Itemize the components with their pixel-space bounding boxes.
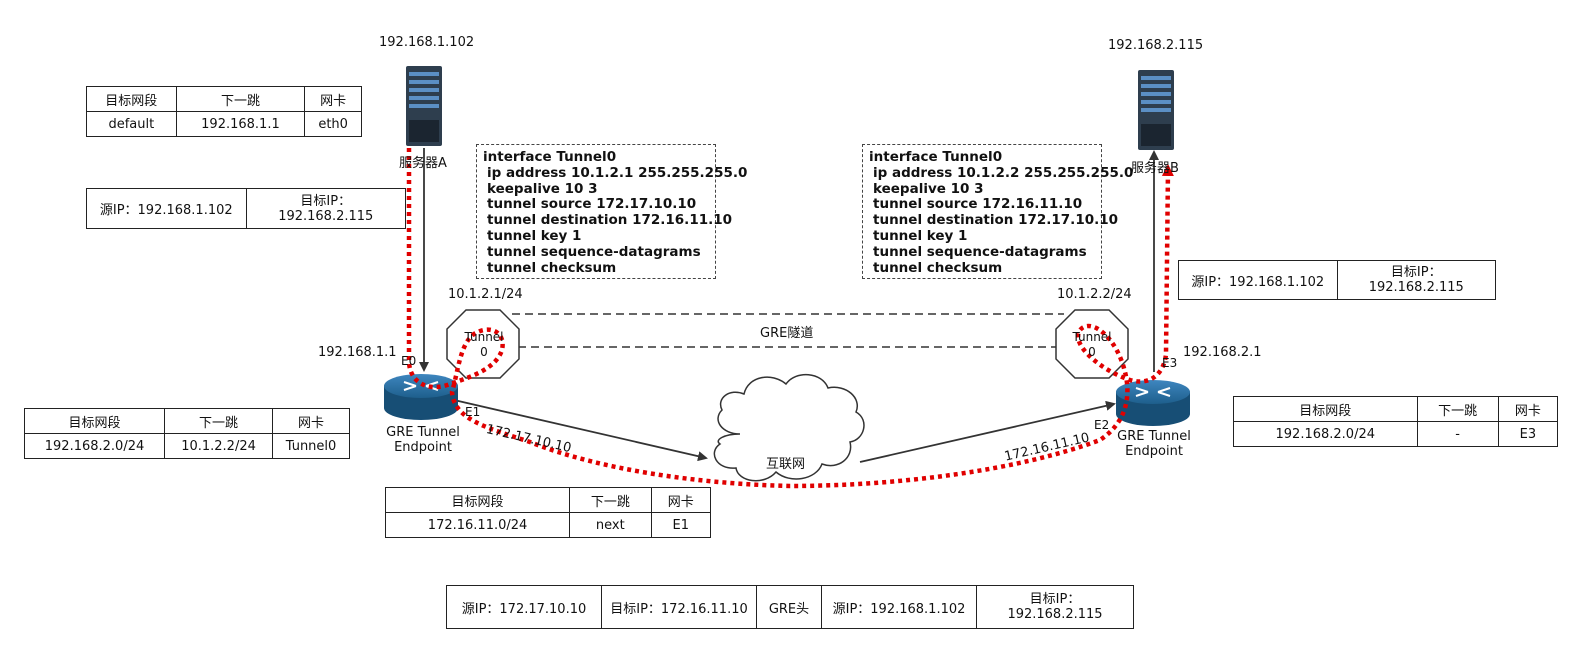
- packet-dst-value: 192.168.2.115: [1368, 280, 1464, 295]
- table-header: 网卡: [650, 487, 712, 513]
- config-line: tunnel sequence-datagrams: [487, 243, 701, 260]
- config-line: tunnel source 172.17.10.10: [487, 196, 697, 213]
- packet-dst-label: 目标IP：: [1390, 265, 1442, 280]
- packet-header-left: 源IP：192.168.1.102 目标IP： 192.168.2.115: [86, 188, 406, 229]
- config-line: tunnel checksum: [487, 259, 617, 276]
- server-a-icon: [406, 66, 442, 146]
- table-header: 目标网段: [1233, 396, 1418, 422]
- config-line: ip address 10.1.2.2 255.255.255.0: [873, 164, 1134, 181]
- packet-src-ip: 源IP：192.168.1.102: [1178, 260, 1338, 300]
- config-line: keepalive 10 3: [487, 180, 598, 197]
- config-line: tunnel checksum: [873, 259, 1003, 276]
- router-right-port-lan: E3: [1162, 356, 1178, 370]
- arrow-router-left-to-internet: [453, 399, 708, 462]
- table-cell: E1: [650, 512, 712, 538]
- table-cell: next: [569, 512, 652, 538]
- router-right-name-line2: Endpoint: [1125, 444, 1183, 459]
- config-line: tunnel sequence-datagrams: [873, 243, 1087, 260]
- router-left-icon: [384, 374, 458, 420]
- table-cell: 10.1.2.2/24: [164, 433, 274, 459]
- table-cell: Tunnel0: [272, 433, 350, 459]
- server-b-name: 服务器B: [1131, 161, 1179, 176]
- table-cell: default: [86, 111, 177, 137]
- tunnel-left-num: 0: [480, 345, 488, 359]
- tunnel-right-num: 0: [1088, 345, 1096, 359]
- route-table-router-right: 目标网段下一跳网卡 192.168.2.0/24-E3: [1233, 396, 1559, 447]
- table-cell: -: [1416, 421, 1499, 447]
- config-line: tunnel key 1: [487, 227, 582, 244]
- router-right-name-line1: GRE Tunnel: [1117, 429, 1191, 444]
- server-b-ip: 192.168.2.115: [1108, 38, 1204, 53]
- config-line: keepalive 10 3: [873, 180, 984, 197]
- config-line: tunnel source 172.16.11.10: [873, 196, 1083, 213]
- packet-dst-value: 192.168.2.115: [278, 208, 374, 224]
- config-line: ip address 10.1.2.1 255.255.255.0: [487, 164, 748, 181]
- table-cell: eth0: [304, 111, 362, 137]
- config-line: tunnel destination 172.17.10.10: [873, 212, 1119, 229]
- tunnel-left-octagon: [446, 309, 520, 379]
- table-header: 网卡: [1497, 396, 1559, 422]
- table-cell: 172.16.11.0/24: [384, 512, 571, 538]
- gre-inner-dst-value: 192.168.2.115: [1007, 607, 1103, 622]
- server-a-ip: 192.168.1.102: [379, 35, 475, 50]
- router-left-port-wan: E1: [465, 405, 481, 419]
- gre-inner-dst-label: 目标IP：: [1029, 592, 1081, 607]
- table-header: 目标网段: [86, 86, 177, 112]
- router-right-icon: [1116, 380, 1190, 426]
- gre-tunnel-label: GRE隧道: [760, 326, 814, 341]
- table-header: 网卡: [304, 86, 362, 112]
- config-line: interface Tunnel0: [483, 149, 617, 165]
- config-right: interface Tunnel0 ip address 10.1.2.2 25…: [862, 144, 1134, 279]
- tunnel-left-label: Tunnel: [464, 330, 504, 344]
- table-header: 下一跳: [164, 408, 274, 434]
- gre-outer-dst: 目标IP：172.16.11.10: [601, 585, 757, 629]
- router-left-name-line1: GRE Tunnel: [386, 425, 460, 440]
- table-header: 下一跳: [569, 487, 652, 513]
- router-left-port-lan: E0: [401, 354, 417, 368]
- table-header: 下一跳: [1416, 396, 1499, 422]
- packet-src-ip: 源IP：192.168.1.102: [86, 188, 247, 229]
- table-cell: 192.168.1.1: [175, 111, 306, 137]
- table-cell: E3: [1497, 421, 1559, 447]
- gre-inner-dst: 目标IP： 192.168.2.115: [976, 585, 1134, 629]
- router-left-ip: 192.168.1.1: [318, 345, 397, 360]
- tunnel-left-ip: 10.1.2.1/24: [448, 287, 523, 302]
- internet-label: 互联网: [766, 457, 806, 472]
- gre-packet: 源IP：172.17.10.10 目标IP：172.16.11.10 GRE头 …: [446, 585, 1134, 629]
- packet-dst-label: 目标IP：: [300, 193, 352, 209]
- arrow-internet-to-router-right: [859, 400, 1116, 463]
- server-b-icon: [1138, 70, 1174, 150]
- router-left-name: GRE Tunnel Endpoint: [378, 425, 468, 455]
- table-header: 网卡: [272, 408, 350, 434]
- packet-path: [406, 148, 1174, 489]
- table-header: 目标网段: [384, 487, 571, 513]
- router-right-ip: 192.168.2.1: [1183, 345, 1262, 360]
- gre-inner-src: 源IP：192.168.1.102: [821, 585, 977, 629]
- gre-header: GRE头: [756, 585, 822, 629]
- router-right-port-wan: E2: [1094, 418, 1110, 432]
- server-a-name: 服务器A: [399, 156, 447, 171]
- tunnel-right-octagon: [1055, 309, 1129, 379]
- config-line: interface Tunnel0: [869, 149, 1003, 165]
- tunnel-right-label: Tunnel: [1072, 330, 1112, 344]
- packet-dst-ip: 目标IP： 192.168.2.115: [245, 188, 406, 229]
- config-line: tunnel key 1: [873, 227, 968, 244]
- router-left-name-line2: Endpoint: [394, 440, 452, 455]
- tunnel-right-ip: 10.1.2.2/24: [1057, 287, 1132, 302]
- table-cell: 192.168.2.0/24: [23, 433, 166, 459]
- config-left: interface Tunnel0 ip address 10.1.2.1 25…: [476, 144, 748, 279]
- table-cell: 192.168.2.0/24: [1233, 421, 1418, 447]
- table-header: 下一跳: [175, 86, 306, 112]
- gre-outer-src: 源IP：172.17.10.10: [446, 585, 602, 629]
- internet-cloud: [713, 374, 865, 482]
- table-header: 目标网段: [23, 408, 166, 434]
- packet-header-right: 源IP：192.168.1.102 目标IP： 192.168.2.115: [1178, 260, 1496, 300]
- packet-dst-ip: 目标IP： 192.168.2.115: [1336, 260, 1496, 300]
- config-line: tunnel destination 172.16.11.10: [487, 212, 733, 229]
- router-right-name: GRE Tunnel Endpoint: [1109, 429, 1199, 459]
